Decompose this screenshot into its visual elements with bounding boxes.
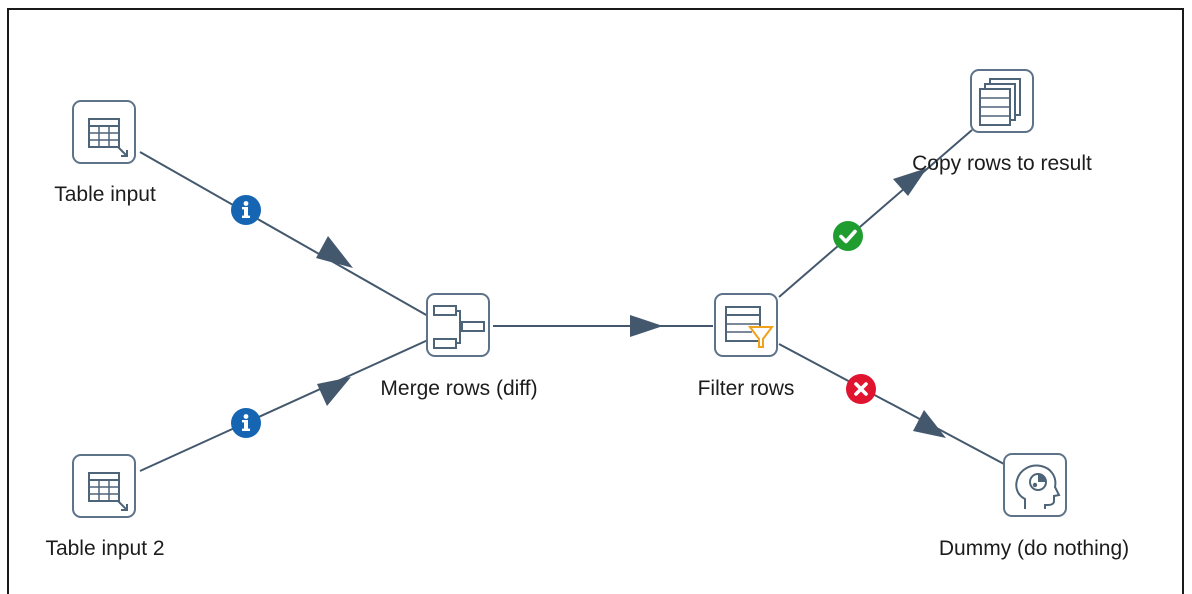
- table-input-icon: [88, 472, 128, 511]
- step-label: Filter rows: [697, 377, 795, 400]
- step-label: Table input: [54, 183, 156, 206]
- step-merge-rows-diff[interactable]: [426, 293, 490, 357]
- false-cross-badge-icon[interactable]: [846, 374, 876, 404]
- step-label: Copy rows to result: [912, 152, 1092, 175]
- hop-filter-to-dummy[interactable]: [778, 343, 1005, 465]
- hop-arrowhead: [316, 236, 353, 268]
- hop-arrowhead: [893, 168, 927, 196]
- hop-filter-to-copy-rows[interactable]: [778, 129, 973, 298]
- merge-rows-icon: [433, 305, 485, 349]
- info-badge-icon[interactable]: [231, 408, 261, 438]
- step-table-input[interactable]: [72, 100, 136, 164]
- info-badge-icon[interactable]: [231, 195, 261, 225]
- copy-rows-icon: [979, 78, 1021, 126]
- step-label: Dummy (do nothing): [938, 537, 1130, 560]
- hop-table-input-to-merge[interactable]: [139, 151, 429, 317]
- hop-arrowhead: [630, 315, 663, 337]
- step-dummy-do-nothing[interactable]: [1003, 453, 1067, 517]
- step-copy-rows-to-result[interactable]: [970, 69, 1034, 133]
- step-filter-rows[interactable]: [714, 293, 778, 357]
- true-check-badge-icon[interactable]: [833, 221, 863, 251]
- hop-arrowhead: [913, 410, 946, 438]
- hop-arrowhead: [317, 377, 351, 406]
- step-label: Merge rows (diff): [380, 377, 538, 400]
- step-label: Table input 2: [45, 537, 165, 560]
- dummy-icon: [1015, 464, 1061, 509]
- hop-table-input-2-to-merge[interactable]: [139, 339, 429, 472]
- step-table-input-2[interactable]: [72, 454, 136, 518]
- table-input-icon: [88, 118, 128, 157]
- filter-rows-icon: [725, 306, 774, 348]
